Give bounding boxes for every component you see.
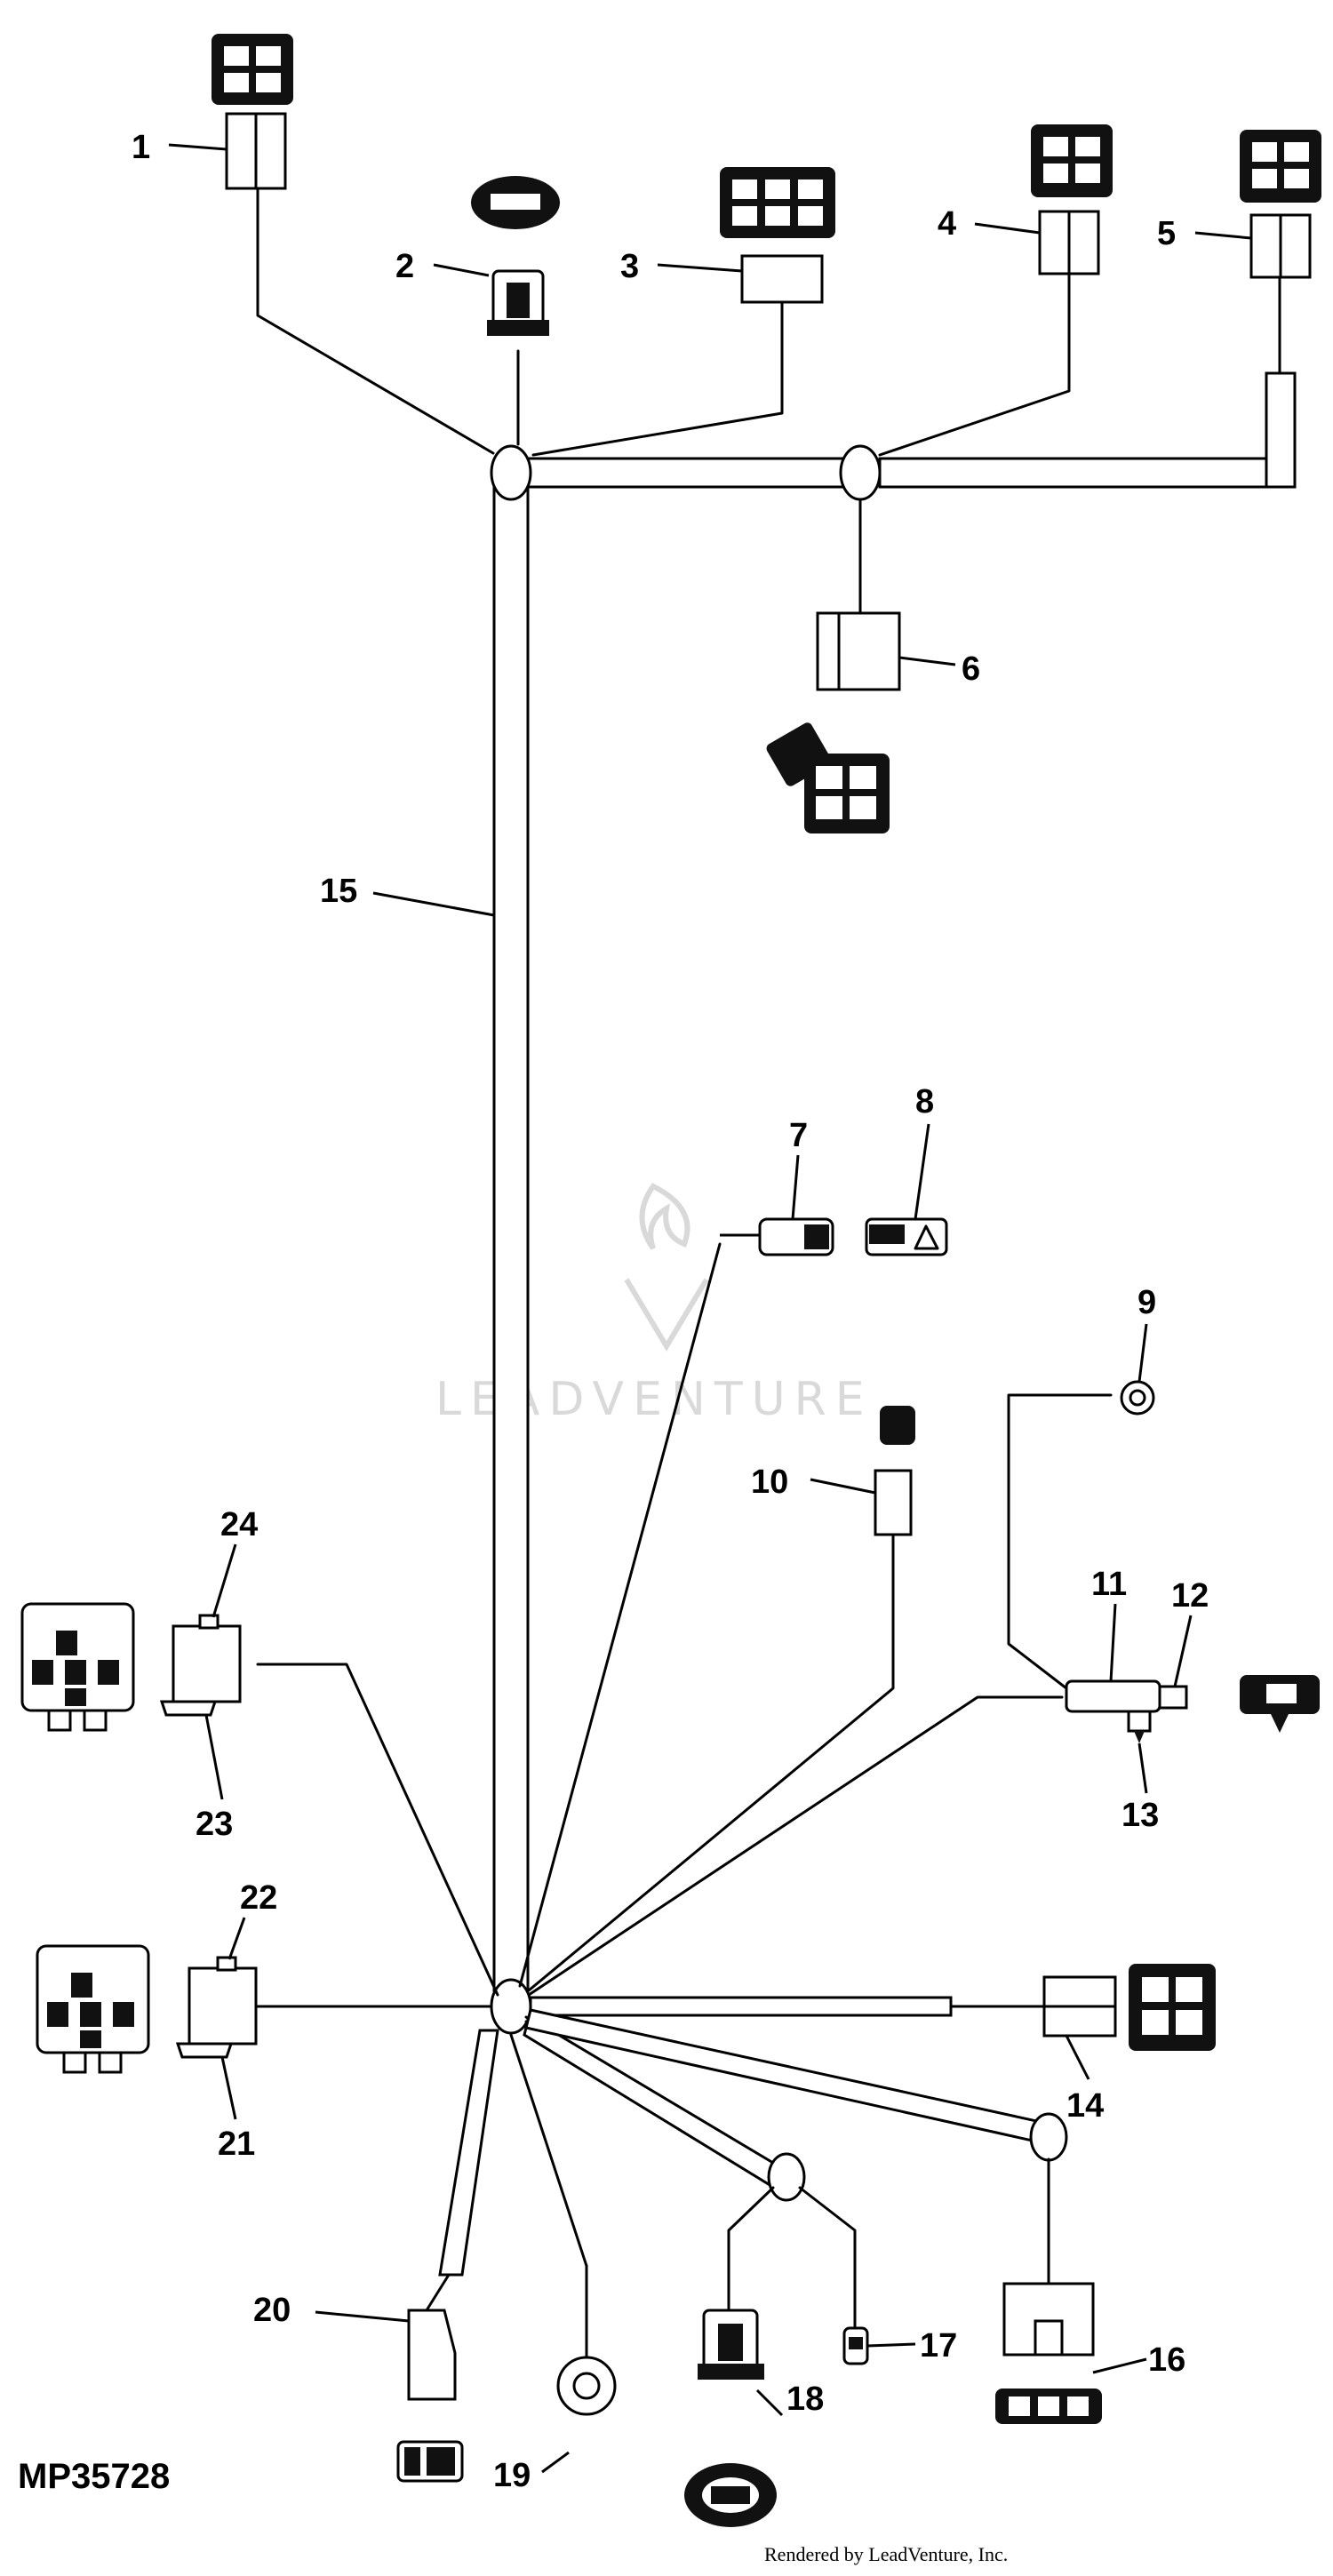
callout-10: 10 (751, 1463, 788, 1501)
leader-lines (168, 143, 1252, 2474)
callout-21: 21 (218, 2125, 255, 2163)
grommet-19 (556, 2356, 617, 2416)
connector-14 (1042, 1964, 1216, 2051)
connector-3 (720, 167, 835, 304)
callout-22: 22 (240, 1879, 277, 1917)
callout-14: 14 (1066, 2087, 1104, 2125)
render-credit: Rendered by LeadVenture, Inc. (764, 2543, 1008, 2565)
callout-labels: 1 2 3 4 5 6 7 8 9 10 11 12 13 14 15 16 1… (132, 129, 1209, 2494)
callout-15: 15 (320, 873, 357, 910)
callout-11: 11 (1091, 1566, 1127, 1603)
callout-8: 8 (915, 1083, 934, 1121)
callout-17: 17 (920, 2327, 957, 2365)
relay-21-22 (36, 1944, 258, 2074)
callout-5: 5 (1157, 215, 1176, 252)
callout-9: 9 (1137, 1284, 1156, 1321)
connector-11-12-13 (1065, 1675, 1320, 1743)
callout-20: 20 (253, 2292, 291, 2329)
callout-3: 3 (620, 248, 639, 285)
junction-bottom (490, 1978, 532, 2035)
connector-8 (865, 1217, 948, 1256)
callout-2: 2 (395, 248, 414, 285)
connector-10 (874, 1406, 915, 1536)
connector-17 (842, 2326, 869, 2365)
callout-6: 6 (962, 650, 980, 688)
callout-16: 16 (1148, 2341, 1185, 2379)
connector-2 (471, 176, 560, 336)
callout-18: 18 (786, 2381, 824, 2418)
junction-top (490, 444, 532, 501)
junction-top-right (839, 444, 882, 501)
connector-7 (720, 1217, 834, 1256)
relay-23-24 (20, 1602, 242, 1732)
connector-1 (212, 34, 293, 190)
connector-16 (995, 2282, 1102, 2424)
callout-1: 1 (132, 129, 150, 166)
callout-12: 12 (1171, 1577, 1209, 1615)
connector-20 (396, 2309, 464, 2483)
callout-23: 23 (196, 1806, 233, 1843)
connector-6 (766, 611, 901, 833)
callout-24: 24 (220, 1506, 258, 1543)
connector-4 (1031, 124, 1113, 275)
connector-5 (1240, 130, 1321, 279)
grommet-9 (1120, 1380, 1155, 1416)
callout-19: 19 (493, 2457, 531, 2494)
callout-7: 7 (789, 1117, 808, 1154)
figure-id: MP35728 (18, 2457, 170, 2496)
connector-18 (684, 2309, 777, 2527)
callout-13: 13 (1121, 1797, 1159, 1834)
main-trunk (490, 371, 1297, 2035)
callout-4: 4 (938, 205, 956, 243)
